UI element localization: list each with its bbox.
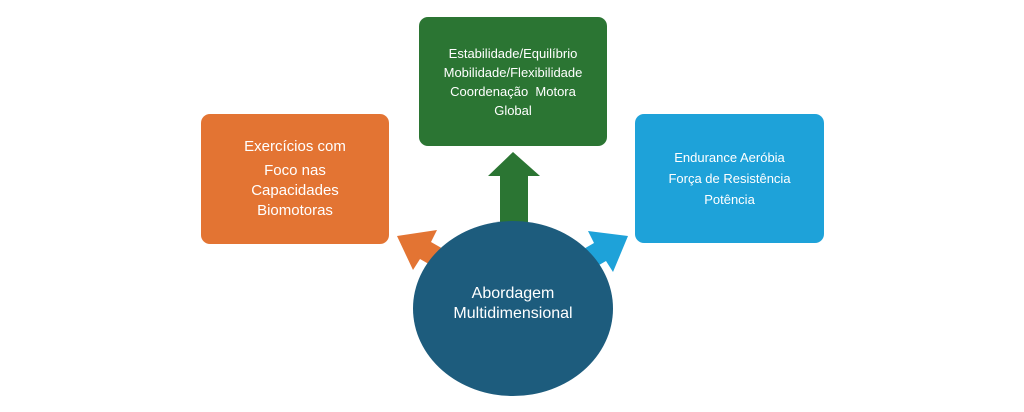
top-box-line-1: Estabilidade/Equilíbrio (448, 45, 578, 61)
center-line-2: Multidimensional (453, 304, 573, 322)
top-box: Estabilidade/Equilíbrio Mobilidade/Flexi… (419, 17, 607, 146)
right-box: Endurance Aeróbia Força de Resistência P… (635, 114, 824, 243)
left-box-line-1: Exercícios com (244, 138, 346, 155)
right-box-line-2: Força de Resistência (668, 171, 791, 186)
top-box-line-3: Coordenação Motora (450, 83, 576, 99)
left-box-line-3: Capacidades (251, 182, 339, 199)
right-box-line-3: Potência (704, 192, 755, 207)
right-box-line-1: Endurance Aeróbia (674, 150, 785, 165)
center-circle: Abordagem Multidimensional (413, 221, 613, 396)
top-box-line-4: Global (494, 102, 532, 118)
left-box: Exercícios com Foco nas Capacidades Biom… (201, 114, 389, 244)
left-box-line-4: Biomotoras (257, 202, 333, 219)
left-box-line-2: Foco nas (264, 162, 326, 179)
top-box-line-2: Mobilidade/Flexibilidade (443, 64, 583, 80)
center-line-1: Abordagem (471, 284, 555, 302)
